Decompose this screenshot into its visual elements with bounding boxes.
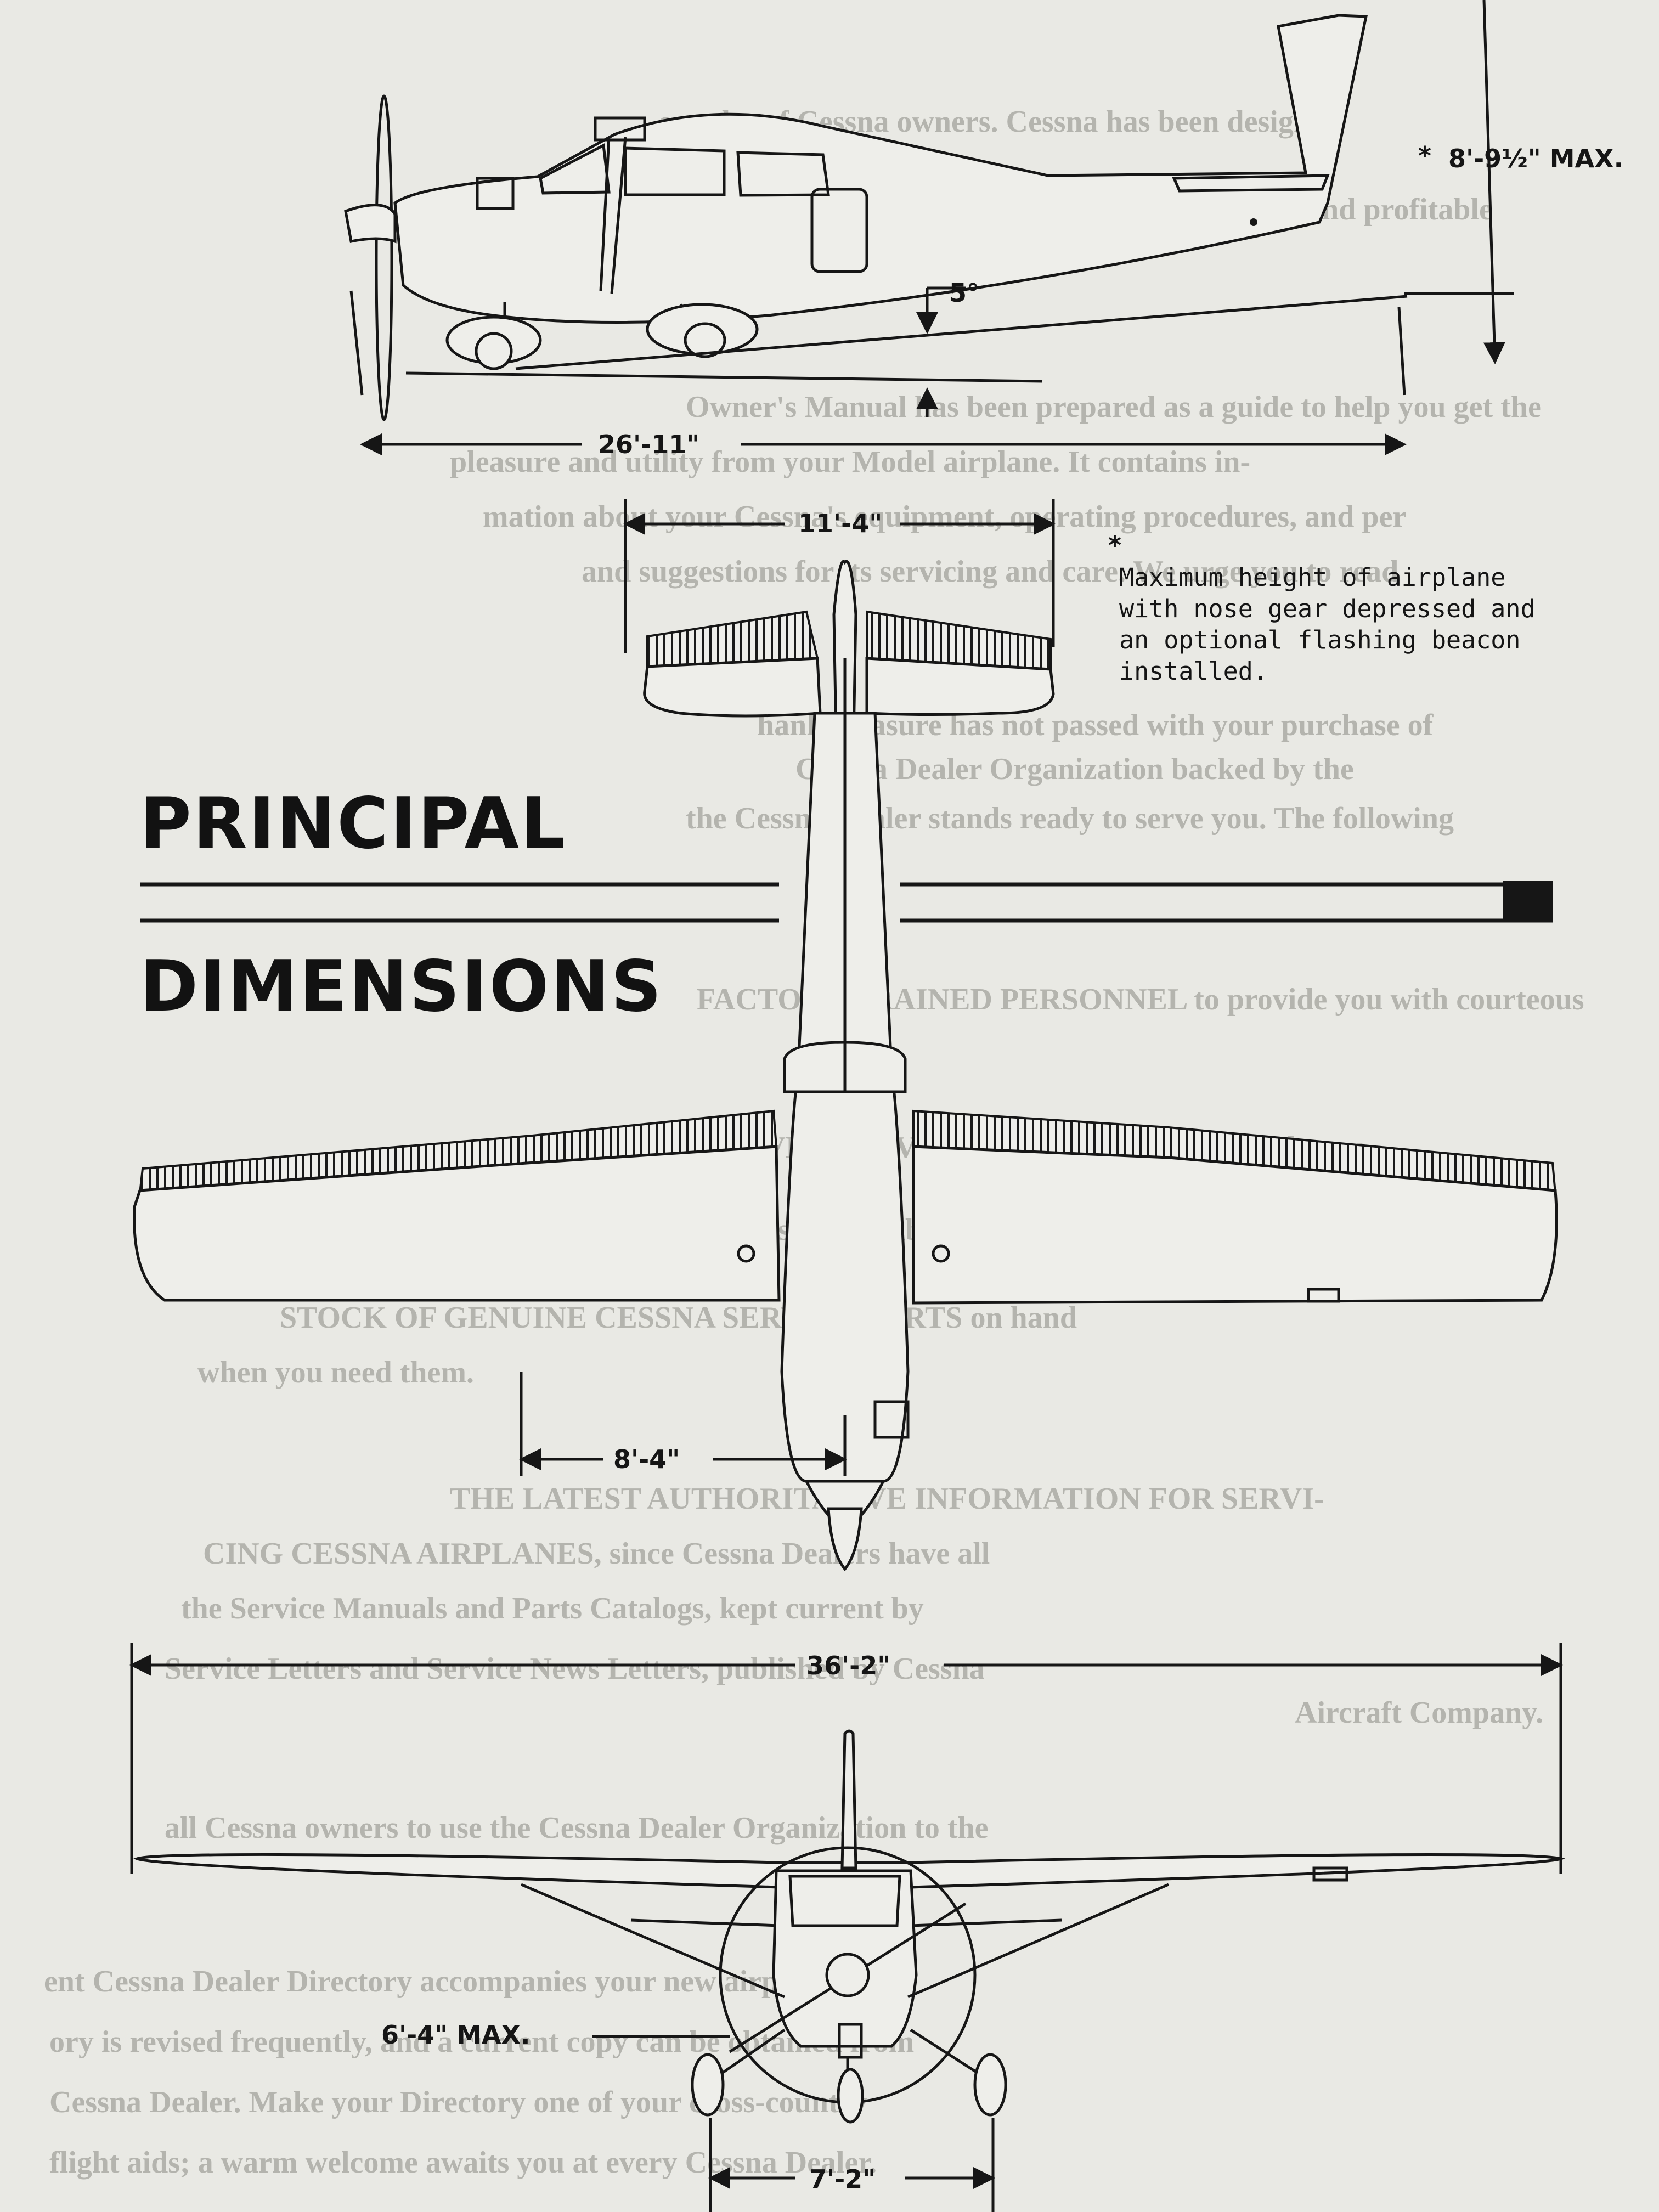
- wing-to-tail-dimension: 8'-4": [519, 1372, 847, 1476]
- footnote-asterisk: *: [1108, 531, 1121, 560]
- top-view-airplane: [133, 560, 1558, 1571]
- show-through-line: Cessna Dealer. Make your Directory one o…: [49, 2085, 868, 2119]
- show-through-line: when you need them.: [198, 1356, 474, 1390]
- show-through-line: STOCK OF GENUINE CESSNA SERVICE PARTS on…: [280, 1301, 1077, 1335]
- angle-label: 5°: [949, 278, 979, 308]
- title-line-2: DIMENSIONS: [140, 946, 663, 1028]
- height-asterisk: *: [1418, 141, 1431, 171]
- show-through-line: ory is revised frequently, and a current…: [49, 2025, 914, 2059]
- show-through-line: Service Letters and Service News Letters…: [165, 1652, 985, 1686]
- prop-height-label: 6'-4" MAX.: [381, 2020, 531, 2050]
- show-through-line: mation about your Cessna's equipment, op…: [483, 500, 1406, 534]
- wheel-track-dimension: 7'-2": [708, 2118, 995, 2212]
- wing-to-tail-label: 8'-4": [613, 1444, 680, 1474]
- show-through-line: Aircraft Company.: [1295, 1696, 1543, 1730]
- tail-span-dimension: 11'-4": [623, 499, 1056, 653]
- height-label: 8'-9½" MAX.: [1448, 144, 1623, 173]
- title-line-1: PRINCIPAL: [140, 783, 567, 865]
- show-through-line: THE LATEST AUTHORITATIVE INFORMATION FOR…: [450, 1482, 1324, 1516]
- footnote-line: installed.: [1119, 657, 1268, 686]
- show-through-line: the Cessna Dealer stands ready to serve …: [686, 802, 1454, 836]
- footnote-line: with nose gear depressed and: [1119, 594, 1536, 623]
- footnote-line: Maximum height of airplane: [1119, 563, 1505, 592]
- show-through-line: Owner's Manual has been prepared as a gu…: [686, 390, 1542, 424]
- page-title: PRINCIPAL DIMENSIONS: [140, 783, 1553, 1028]
- tail-span-label: 11'-4": [798, 509, 882, 538]
- prop-height-dimension: 6'-4" MAX.: [381, 2020, 730, 2050]
- wingspan-label: 36'-2": [806, 1651, 890, 1680]
- front-view-airplane: [133, 1729, 1566, 2124]
- length-label: 26'-11": [598, 430, 699, 459]
- length-dimension: 26'-11": [349, 290, 1407, 459]
- wheel-track-label: 7'-2": [809, 2164, 876, 2194]
- show-through-line: all Cessna owners to use the Cessna Deal…: [165, 1811, 989, 1845]
- height-dimension: * 8'-9½" MAX.: [1404, 0, 1623, 364]
- footnote: * Maximum height of airplane with nose g…: [1108, 531, 1536, 686]
- show-through-line: flight aids; a warm welcome awaits you a…: [49, 2146, 877, 2180]
- show-through-line: the Service Manuals and Parts Catalogs, …: [181, 1592, 924, 1626]
- show-through-line: and suggestions for its servicing and ca…: [582, 555, 1398, 589]
- wingspan-dimension: 36'-2": [129, 1643, 1563, 1874]
- show-through-line: pleasure and utility from your Model air…: [450, 445, 1250, 479]
- footnote-line: an optional flashing beacon: [1119, 625, 1521, 654]
- show-through-line: CING CESSNA AIRPLANES, since Cessna Deal…: [203, 1537, 990, 1571]
- show-through-line: ent Cessna Dealer Directory accompanies …: [44, 1965, 899, 1999]
- black-tab-marker: [1503, 881, 1553, 922]
- show-through-line: Cessna Dealer Organization backed by the: [795, 752, 1354, 786]
- side-view-airplane: 5°: [344, 14, 1408, 421]
